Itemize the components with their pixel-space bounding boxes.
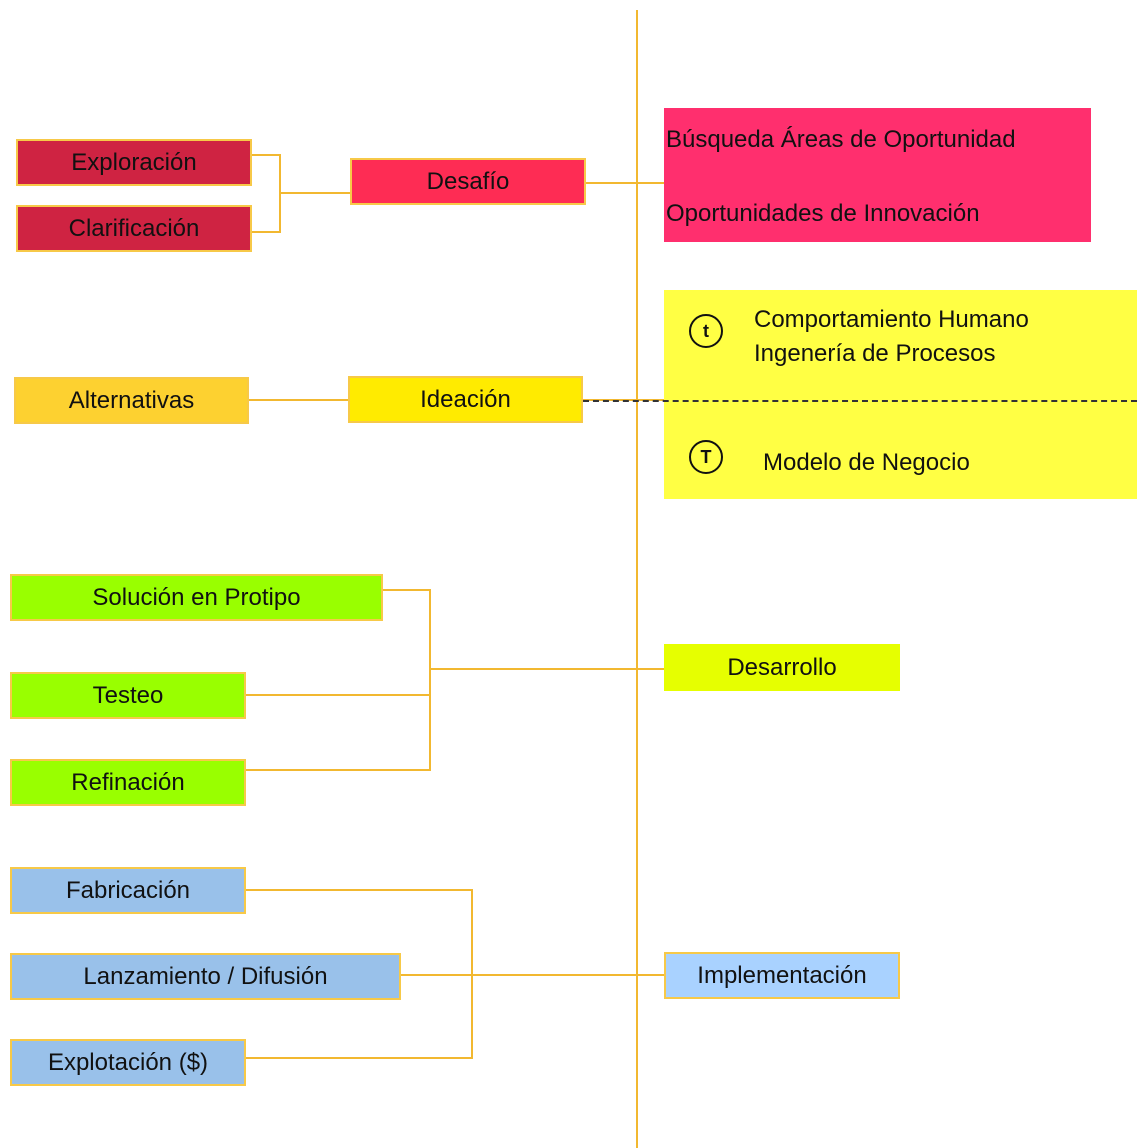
solucion-protipo-box: Solución en Protipo [10,574,383,621]
connector [429,589,431,771]
opportunity-panel: Búsqueda Áreas de Oportunidad Oportunida… [664,108,1091,242]
solucion-protipo-label: Solución en Protipo [92,583,301,611]
lanzamiento-difusion-box: Lanzamiento / Difusión [10,953,401,1000]
connector [246,1057,472,1059]
implementacion-label: Implementación [697,961,867,989]
ideation-panel: t Comportamiento Humano Ingenería de Pro… [664,290,1137,499]
testeo-label: Testeo [92,681,164,709]
connector [280,192,350,194]
explotacion-label: Explotación ($) [47,1048,209,1076]
refinacion-label: Refinación [71,768,185,796]
connector [246,769,430,771]
explotacion-box: Explotación ($) [10,1039,246,1086]
modelo-negocio-text: Modelo de Negocio [763,449,970,476]
alternativas-box: Alternativas [14,377,249,424]
clarificacion-box: Clarificación [16,205,252,252]
central-axis-line [636,10,638,1148]
testeo-box: Testeo [10,672,246,719]
desarrollo-label: Desarrollo [727,653,837,681]
exploracion-label: Exploración [71,148,197,176]
connector [383,589,430,591]
connector [246,694,430,696]
connector [249,399,348,401]
ideacion-label: Ideación [420,385,511,413]
panel-divider-dashed-line [583,400,1137,402]
connector [252,231,280,233]
desarrollo-box: Desarrollo [664,644,900,691]
ideacion-box: Ideación [348,376,583,423]
busqueda-areas-text: Búsqueda Áreas de Oportunidad [666,126,1016,153]
oportunidades-innovacion-text: Oportunidades de Innovación [666,200,980,227]
implementacion-box: Implementación [664,952,900,999]
small-t-icon: t [689,314,723,348]
connector [246,889,472,891]
lanzamiento-difusion-label: Lanzamiento / Difusión [83,962,328,990]
connector [252,154,280,156]
clarificacion-label: Clarificación [68,214,200,242]
connector [471,889,473,1059]
big-t-icon: T [689,440,723,474]
ingeneria-procesos-text: Ingenería de Procesos [754,340,996,367]
connector [586,182,664,184]
alternativas-label: Alternativas [68,386,195,414]
desafio-label: Desafío [426,167,510,195]
fabricacion-label: Fabricación [65,876,191,904]
comportamiento-humano-text: Comportamiento Humano [754,306,1029,333]
connector [430,668,664,670]
desafio-box: Desafío [350,158,586,205]
exploracion-box: Exploración [16,139,252,186]
refinacion-box: Refinación [10,759,246,806]
fabricacion-box: Fabricación [10,867,246,914]
connector [401,974,664,976]
